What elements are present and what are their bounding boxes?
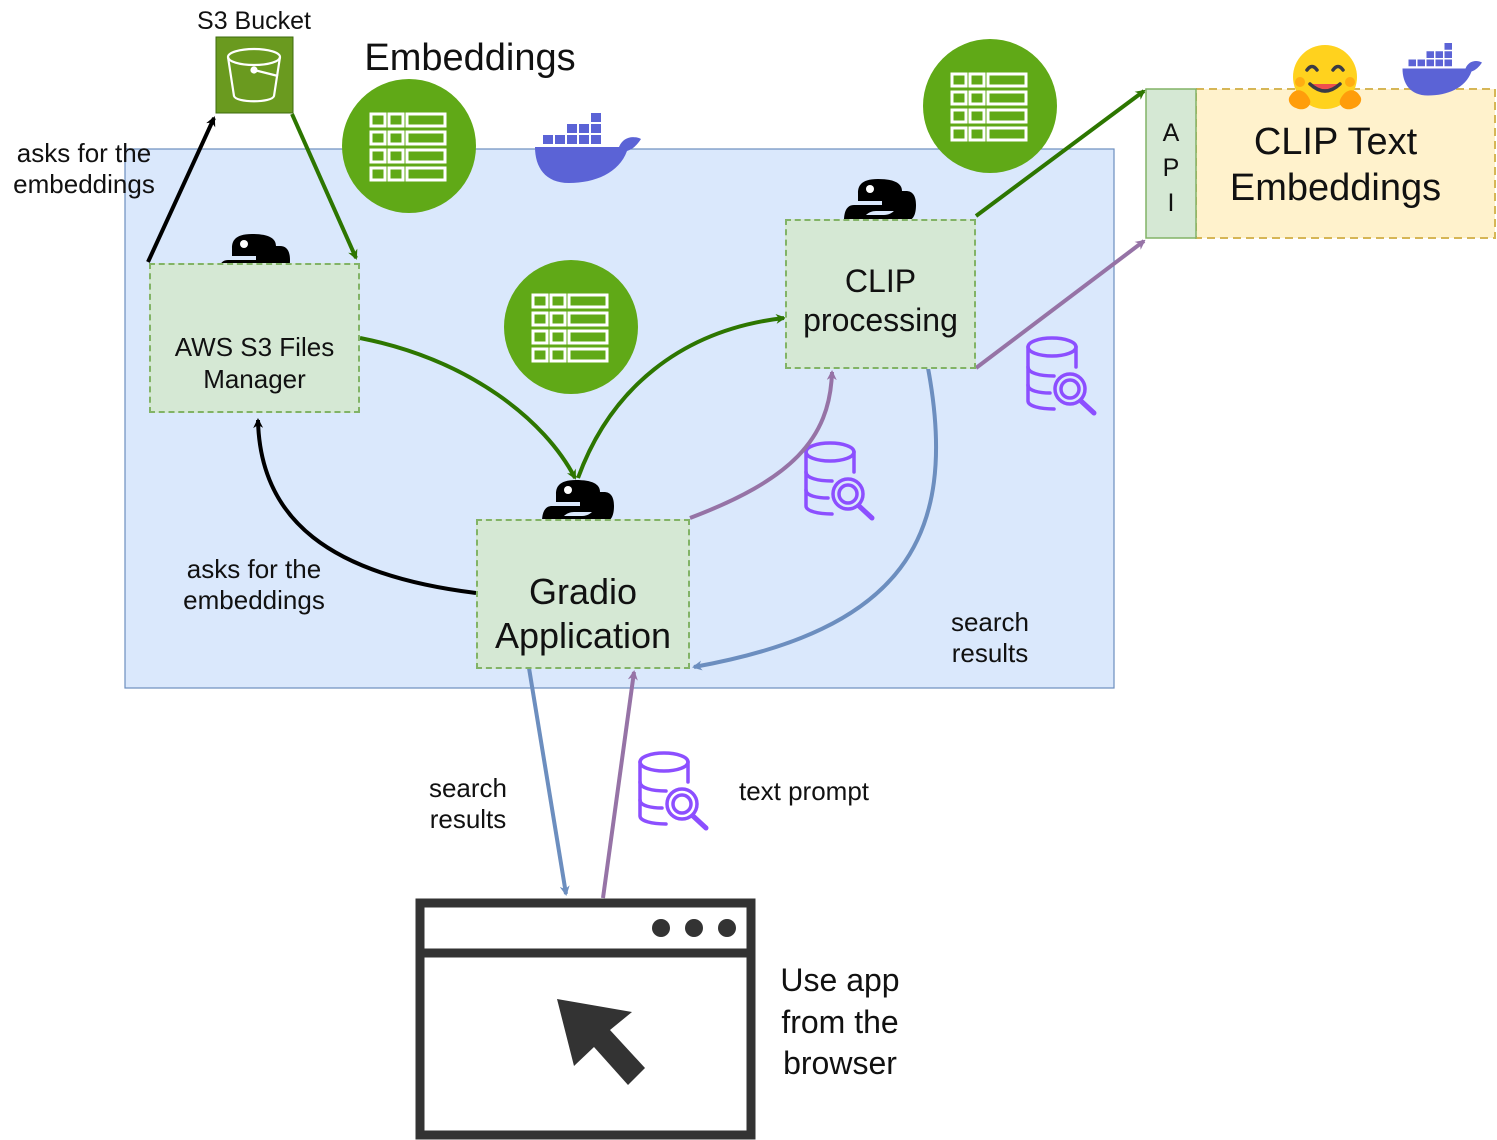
arrow-bucket-to-manager (290, 113, 358, 260)
arrow-clip-to-api-query (974, 239, 1146, 370)
text-prompt-label: text prompt (738, 776, 870, 806)
clip-text-embeddings-label: CLIP Text Embeddings (1229, 121, 1442, 209)
gradio-application-node: Gradio Application (476, 519, 690, 669)
api-box (1145, 88, 1197, 239)
asks-for-embeddings-label-bottom: asks for the embeddings (183, 554, 325, 616)
aws-s3-files-manager-node: AWS S3 Files Manager (149, 263, 360, 413)
arrow-gradio-to-clip (576, 313, 786, 479)
gradio-application-label: Gradio Application (494, 571, 672, 656)
table-grid-icon (921, 37, 1059, 175)
arrow-gradio-to-browser-results (527, 667, 570, 896)
s3-bucket-label: S3 Bucket (197, 7, 311, 35)
table-grid-icon (502, 258, 640, 396)
clip-processing-label: CLIP processing (803, 262, 958, 338)
mouse-cursor-arrow-icon (557, 999, 645, 1085)
search-results-label-bottom: search results (428, 773, 508, 835)
clip-processing-node: CLIP processing (785, 219, 976, 369)
arrow-browser-to-gradio (601, 670, 638, 899)
arrow-manager-to-gradio (359, 336, 577, 480)
arrow-gradio-to-manager (253, 418, 477, 595)
api-label: A P I (1162, 119, 1180, 217)
embeddings-table-icon (340, 77, 478, 215)
asks-for-embeddings-label-top: asks for the embeddings (13, 138, 155, 200)
embeddings-title: Embeddings (364, 37, 576, 79)
arrow-clip-to-api (974, 89, 1146, 218)
arrow-gradio-to-clip-query (689, 370, 837, 520)
search-results-label-right: search results (950, 607, 1030, 669)
clip-text-embeddings-box (1195, 88, 1496, 239)
aws-s3-files-manager-label: AWS S3 Files Manager (174, 332, 335, 394)
arrow-manager-to-bucket (146, 116, 216, 263)
database-search-icon (640, 753, 706, 828)
browser-caption-label: Use app from the browser (780, 962, 900, 1082)
docker-whale-icon (1402, 43, 1482, 96)
hugging-face-emoji-icon (1288, 45, 1362, 110)
arrow-clip-to-gradio-results (692, 367, 939, 671)
s3-bucket-icon (215, 36, 294, 114)
